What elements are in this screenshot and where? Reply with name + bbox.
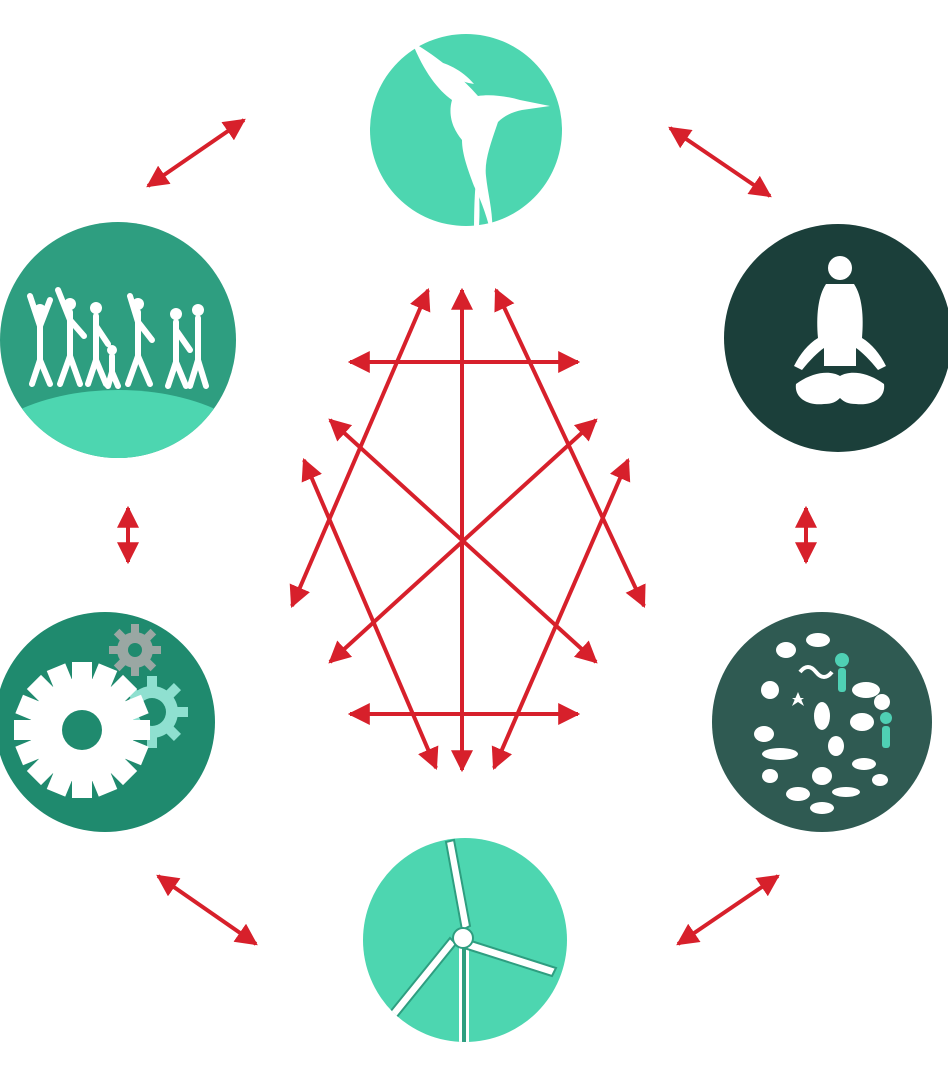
node-gears: [0, 612, 215, 832]
node-hummingbird: [370, 34, 562, 238]
arrow-diagonal-6: [494, 460, 628, 768]
node-meditation: [724, 224, 948, 452]
arrow-top-right: [670, 128, 770, 196]
arrow-diagonal-4: [496, 290, 644, 606]
arrow-top-left: [148, 120, 244, 186]
arrow-diagonal-5: [304, 460, 436, 768]
arrow-bottom-left: [158, 876, 256, 944]
node-wind-turbine: [363, 838, 567, 1068]
node-people: [0, 222, 268, 550]
arrow-diagonal-3: [292, 290, 428, 606]
arrow-bottom-right: [678, 876, 778, 944]
node-species: [712, 612, 932, 832]
outer-arrow-ring: [128, 120, 806, 944]
central-arrow-web: [292, 290, 644, 770]
